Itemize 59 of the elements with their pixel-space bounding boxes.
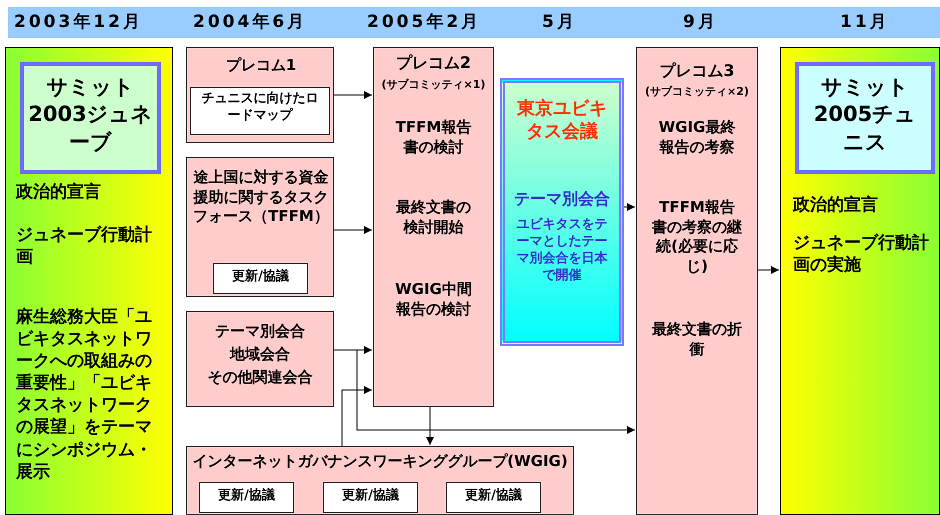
- body-text: 政治的宣言: [793, 194, 879, 216]
- box-title: プレコム1: [224, 56, 298, 76]
- process-box: [186, 446, 574, 515]
- summit-panel: [5, 47, 173, 515]
- box-text: チュニスに向けたロードマップ: [200, 91, 320, 125]
- box-title: プレコム3: [658, 61, 736, 82]
- box-text: WGIG最終報告の考察: [658, 118, 736, 157]
- date-label: 9月: [683, 11, 718, 33]
- highlight-box: [500, 78, 624, 346]
- process-box: [186, 47, 334, 143]
- arrow: [334, 226, 372, 234]
- body-text: ジュネーブ行動計画の実施: [793, 232, 930, 276]
- box-text: 更新/協議: [464, 488, 523, 505]
- item-box: [199, 482, 294, 513]
- process-box: [636, 47, 758, 515]
- title-text: サミット2003ジュネーブ: [28, 74, 153, 156]
- item-box: [213, 263, 308, 294]
- arrow: [426, 406, 434, 446]
- item-box: [323, 482, 418, 513]
- title-box: [20, 62, 161, 174]
- box-text: TFFM報告書の考察の継続(必要に応じ): [652, 198, 742, 276]
- body-text: 麻生総務大臣「ユビキタスネットワークへの取組みの重要性」「ユビキタスネットワークの展望」をテーマにシンポジウム・展示: [16, 306, 153, 483]
- body-text: 政治的宣言: [16, 181, 102, 204]
- date-label: 2004年6月: [193, 11, 308, 33]
- arrow: [334, 91, 372, 99]
- date-label: 2003年12月: [14, 11, 143, 33]
- summit-panel: [780, 47, 940, 515]
- highlight-text: ユビキタスをテーマとしたテーマ別会合を日本で開催: [516, 217, 608, 285]
- process-box: [186, 311, 334, 407]
- arrow: [758, 266, 780, 274]
- process-box: [373, 47, 494, 407]
- arrow: [624, 203, 636, 211]
- box-text: テーマ別会合: [214, 322, 306, 342]
- box-text: 更新/協議: [341, 488, 400, 505]
- box-text: 最終文書の折衝: [652, 320, 742, 359]
- box-text: 途上国に対する資金援助に関するタスクフォース（TFFM）: [192, 168, 330, 226]
- highlight-subtitle: テーマ別会合: [513, 189, 611, 210]
- item-box: [190, 87, 330, 135]
- box-text: 地域会合: [228, 345, 291, 364]
- body-text: ジュネーブ行動計画: [16, 224, 153, 268]
- box-subtitle: (サブコミッティ×2): [644, 85, 750, 100]
- date-label: 5月: [542, 11, 577, 33]
- box-subtitle: (サブコミッティ×1): [380, 78, 486, 92]
- box-text: 更新/協議: [231, 269, 290, 286]
- arrow: [342, 386, 372, 446]
- date-label: 2005年2月: [367, 11, 482, 33]
- title-text: サミット2005チュニス: [812, 74, 918, 156]
- box-text: TFFM報告書の検討: [394, 118, 472, 157]
- box-title: インターネットガバナンスワーキンググループ(WGIG): [191, 452, 569, 472]
- title-box: [795, 62, 935, 174]
- date-label: 11月: [840, 11, 890, 33]
- box-text: その他関連会合: [206, 368, 314, 388]
- item-box: [446, 482, 541, 513]
- box-title: プレコム2: [394, 53, 472, 74]
- box-text: 更新/協議: [217, 488, 276, 505]
- highlight-title: 東京ユビキタス会議: [516, 97, 608, 144]
- process-box: [186, 157, 334, 297]
- box-text: WGIG中間報告の検討: [394, 280, 473, 319]
- box-text: 最終文書の検討開始: [395, 198, 472, 237]
